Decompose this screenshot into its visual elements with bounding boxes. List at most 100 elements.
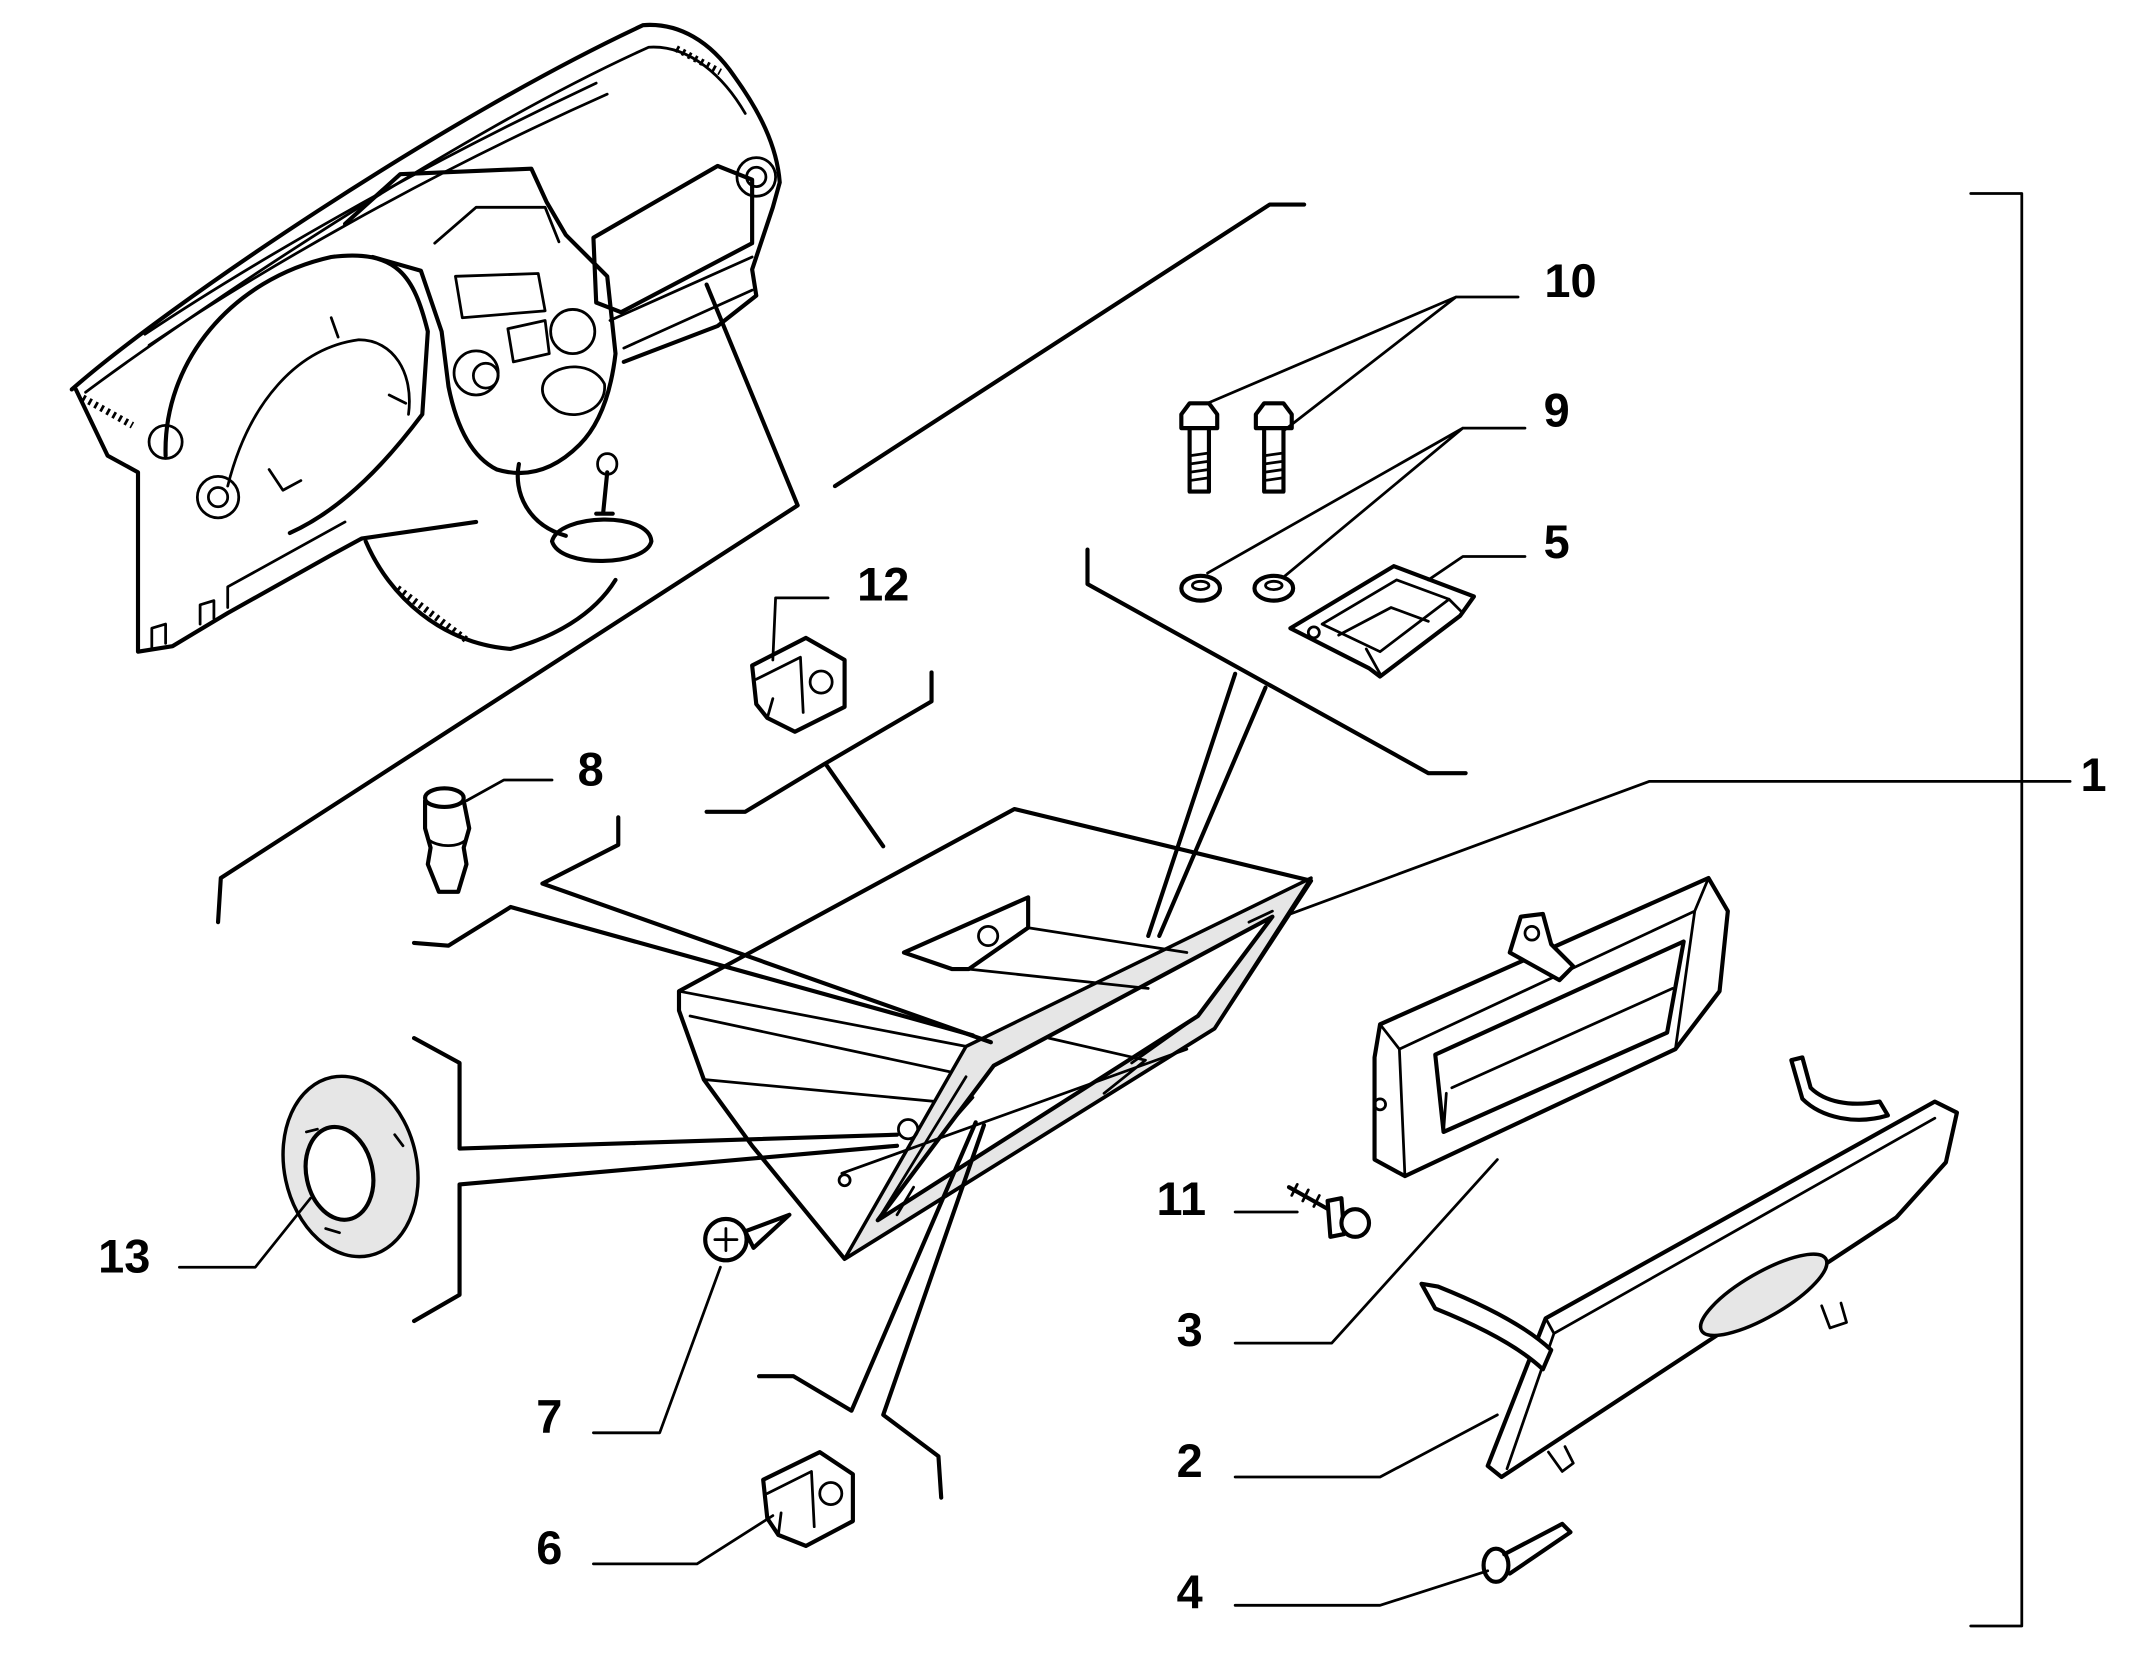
dashboard-overview	[69, 22, 782, 654]
lower-console	[363, 461, 618, 652]
lid-handle-recess	[1698, 1252, 1829, 1338]
left-air-vent-inner	[207, 486, 230, 509]
dashboard-left-side	[73, 387, 479, 654]
column-grille	[395, 585, 472, 645]
passenger-panel	[591, 163, 755, 315]
housing-inner-shelf	[840, 1014, 1200, 1222]
left-air-vent	[195, 475, 241, 520]
gear-knob	[596, 452, 619, 476]
callout-label-8: 8	[578, 744, 604, 796]
clip-12-body	[750, 635, 847, 734]
plug-center	[303, 1124, 376, 1222]
screw-7-shank	[743, 1212, 792, 1250]
ref-line-6	[756, 1120, 987, 1500]
leader-8	[465, 778, 554, 803]
pin-head	[1481, 1546, 1511, 1584]
pin-shank	[1502, 1521, 1573, 1576]
part-11-screw	[1286, 1183, 1372, 1239]
housing-mount-tab	[901, 895, 1031, 972]
housing-flange-slots	[895, 909, 1274, 1217]
leader-12	[771, 596, 830, 662]
left-side-knob	[147, 423, 184, 460]
housing-mount-hole	[977, 924, 1000, 948]
ref-line-8-a	[540, 815, 993, 1045]
reference-line-upper	[832, 202, 1307, 489]
ref-line-5	[1085, 547, 1468, 776]
lid-panel	[1485, 1099, 1960, 1480]
part-2-lid	[1419, 1055, 1960, 1480]
housing-reference-lines	[411, 547, 1468, 1500]
washer-right-hole	[1264, 579, 1284, 591]
part-5-bracket	[1288, 564, 1476, 679]
callout-label-13: 13	[98, 1231, 150, 1283]
clip-12-hole	[808, 669, 834, 695]
bolt-head-left	[1179, 401, 1220, 431]
callout-label-9: 9	[1544, 385, 1570, 437]
right-vent-knob	[549, 308, 597, 355]
part-13-plug	[281, 1074, 420, 1259]
dashboard-upper-panel	[84, 45, 747, 394]
callout-label-1: 1	[2081, 749, 2107, 801]
leader-7	[592, 1265, 722, 1435]
screw-11-shank	[1286, 1185, 1336, 1215]
lid-arm-right	[1789, 1055, 1890, 1122]
ref-line-8-b	[411, 904, 976, 1038]
bracket-channel	[1320, 578, 1465, 676]
leader-2	[1233, 1413, 1499, 1479]
leader-4	[1233, 1569, 1490, 1607]
leader-1	[1288, 780, 2072, 916]
screw-7-slot	[713, 1227, 739, 1253]
leader-10	[1206, 295, 1520, 433]
bump-stop-ring	[426, 838, 468, 847]
leader-5	[1426, 555, 1527, 582]
bracket-plate	[1288, 564, 1476, 679]
leader-3	[1233, 1158, 1499, 1345]
housing-top-front-edge	[677, 989, 975, 1106]
callout-label-5: 5	[1544, 516, 1570, 568]
part-9-washers	[1179, 573, 1296, 603]
right-air-vent	[735, 156, 777, 198]
leader-6	[592, 1514, 775, 1566]
center-stack	[342, 166, 618, 476]
heater-controls	[506, 319, 606, 417]
callout-leaders	[178, 192, 2072, 1628]
callout-label-11: 11	[1157, 1173, 1207, 1225]
frame-opening	[1433, 939, 1686, 1135]
housing-tab-rail	[967, 926, 1189, 990]
glove-box-housing	[676, 806, 1314, 1261]
housing-screw-hole-lower	[837, 1173, 852, 1188]
bolt-shank-left	[1187, 426, 1212, 494]
leader-13	[178, 1196, 312, 1269]
callout-label-4: 4	[1177, 1566, 1203, 1618]
ref-line-12	[704, 670, 934, 849]
lid-arm-left	[1419, 1281, 1554, 1372]
housing-screw-hole	[897, 1118, 920, 1141]
ref-line-5-to-housing	[1146, 671, 1268, 939]
top-grille	[674, 45, 723, 76]
clip-6-fold	[765, 1470, 816, 1537]
frame-side-hole	[1373, 1097, 1387, 1112]
screw-11-head	[1339, 1207, 1372, 1239]
instrument-cluster-inner	[226, 316, 411, 492]
callout-label-7: 7	[536, 1391, 562, 1443]
dashboard-reference-lines	[215, 202, 1307, 925]
clip-6-hole	[818, 1481, 844, 1506]
bolt-thread-right	[1262, 451, 1285, 482]
reference-line-lower	[215, 282, 800, 925]
clip-6-body	[761, 1450, 855, 1549]
bolt-head-right	[1253, 401, 1294, 431]
part-3-frame	[1372, 875, 1730, 1179]
part-12-clip	[750, 635, 847, 734]
callout-label-2: 2	[1177, 1435, 1203, 1487]
bolt-thread-left	[1188, 451, 1211, 482]
part-10-bolts	[1179, 401, 1294, 494]
bracket-hole	[1306, 625, 1321, 640]
dashboard-lower-trim	[150, 520, 347, 651]
left-grille	[81, 394, 135, 429]
frame-face	[1378, 876, 1710, 1178]
callout-labels: 1 2 3 4 5 6 7 8 9 10 11 12 13	[98, 255, 2106, 1618]
leader-9	[1206, 426, 1527, 579]
part-8-bump-stop	[422, 786, 472, 894]
left-vent-knob	[452, 349, 500, 397]
